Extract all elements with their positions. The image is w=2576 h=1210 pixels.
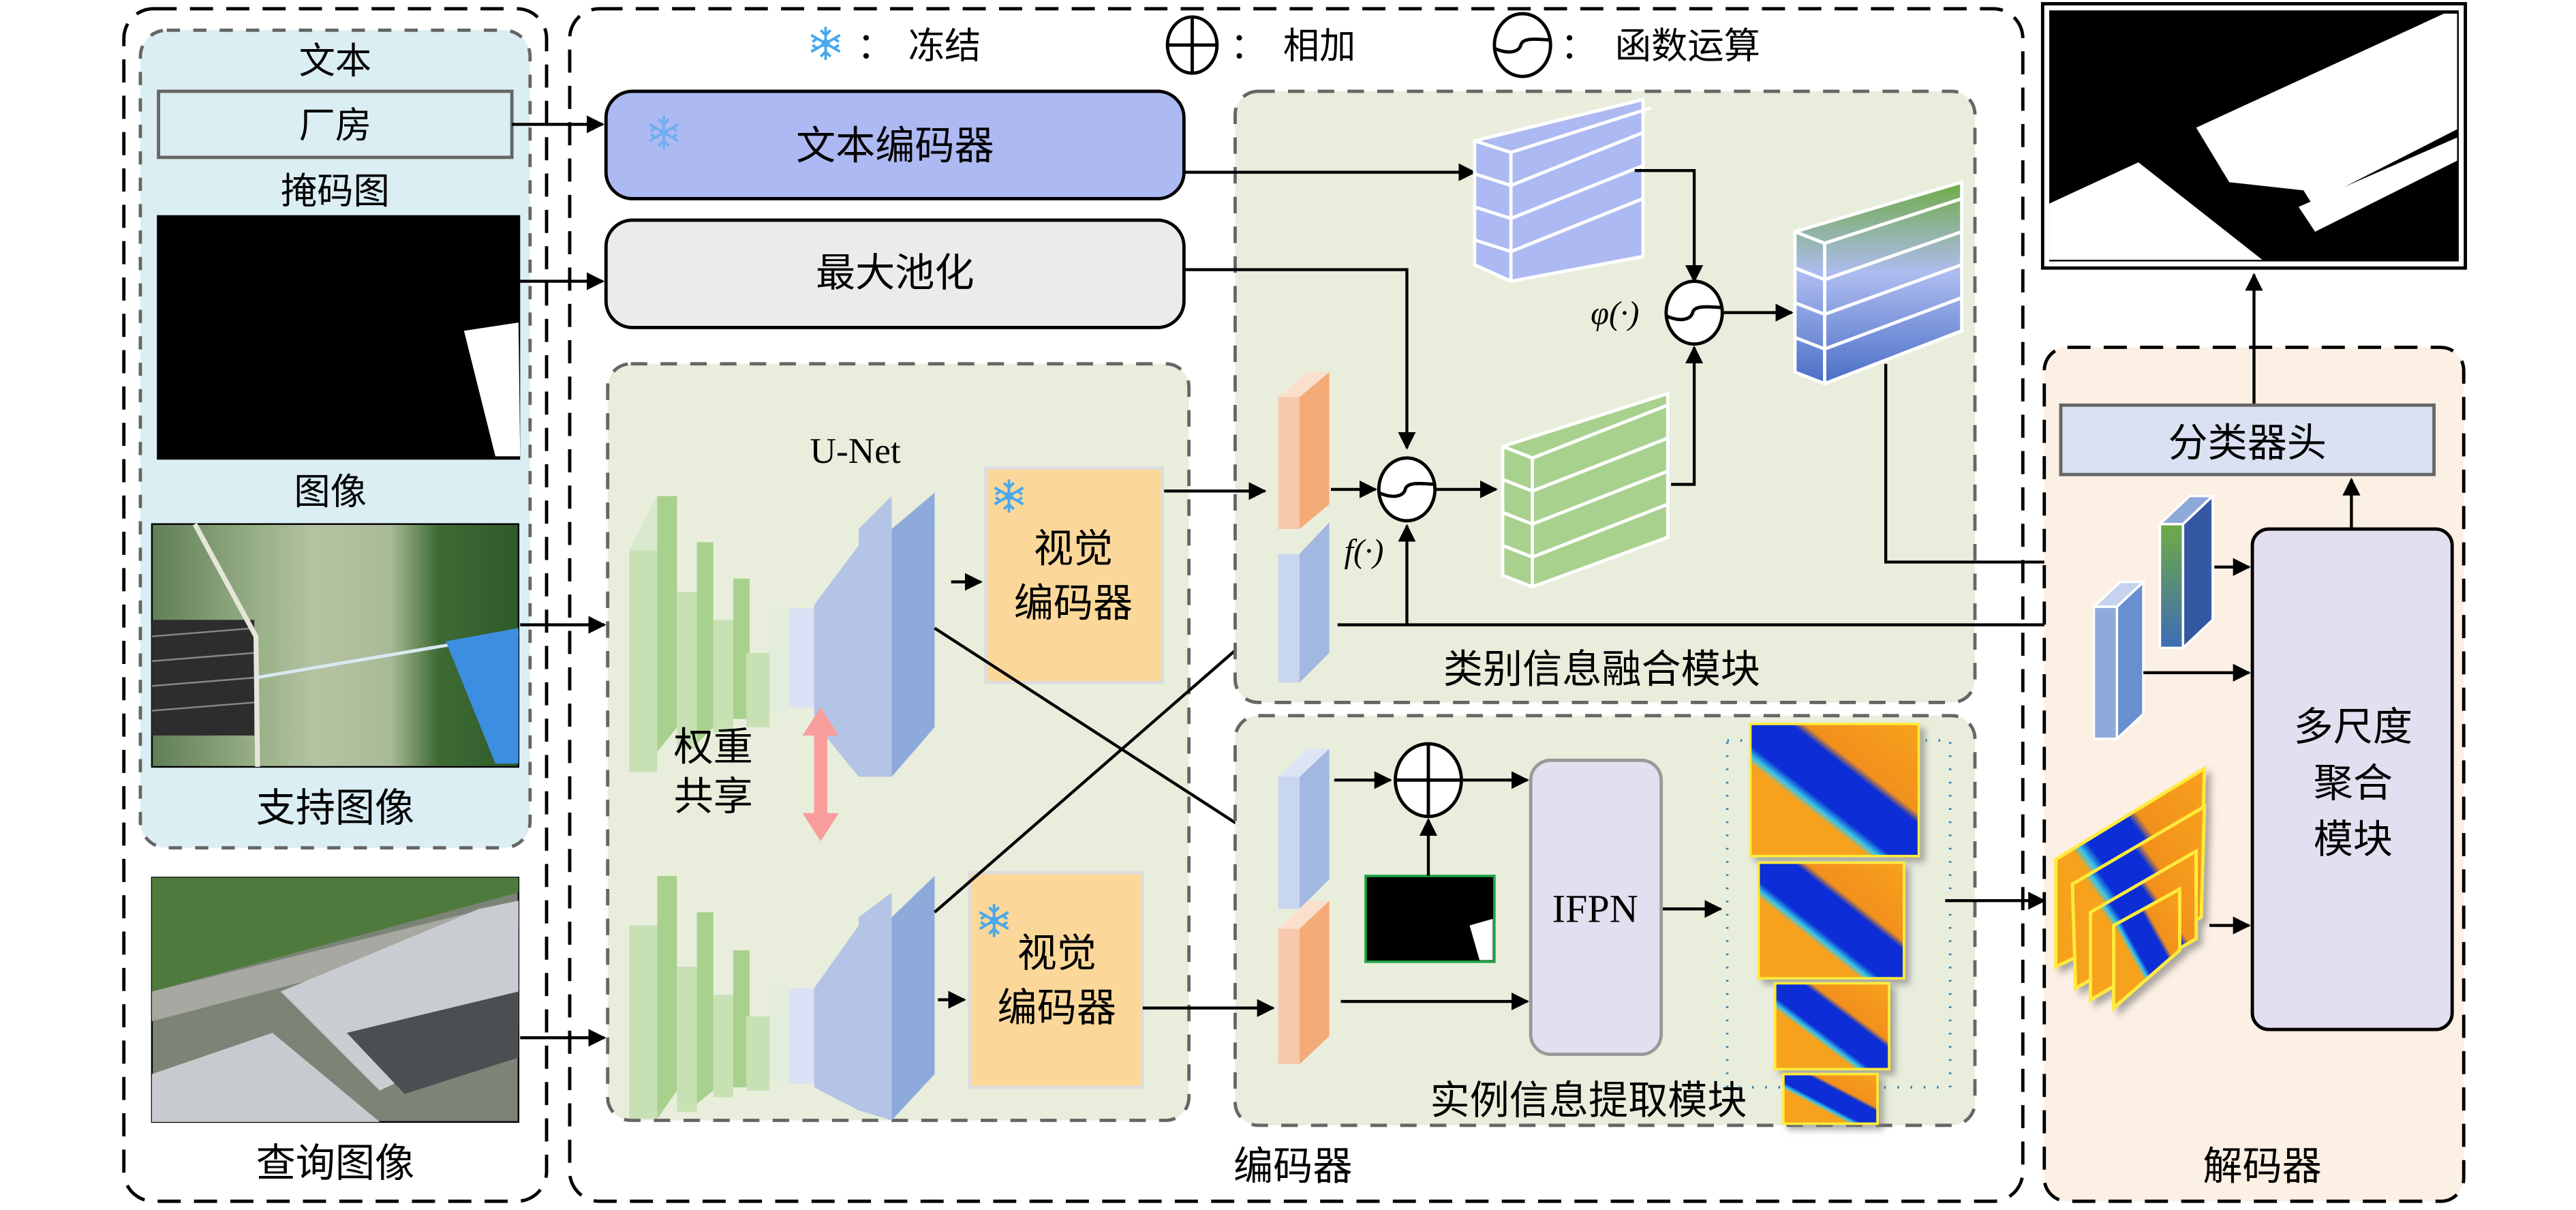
arrow-green-to-phi bbox=[1671, 345, 1704, 486]
svg-text:聚合: 聚合 bbox=[2314, 760, 2393, 806]
weight-share-line1: 权重 bbox=[674, 723, 753, 770]
weight-share-line2: 共享 bbox=[674, 773, 753, 819]
arrow-pool-to-func bbox=[1184, 268, 1416, 450]
support-unet-feature-slab bbox=[1278, 748, 1330, 909]
legend-snowflake-icon bbox=[810, 25, 842, 61]
phi-label: φ(·) bbox=[1591, 296, 1639, 332]
svg-text:：: ： bbox=[1561, 25, 1597, 67]
text-encoder-block: 文本编码器 bbox=[604, 89, 1186, 200]
arrow-text-feature-to-phi bbox=[1634, 169, 1704, 284]
classifier-head-block: 分类器头 bbox=[2059, 403, 2436, 477]
legend-freeze-label: 冻结 bbox=[908, 25, 981, 67]
text-title: 文本 bbox=[299, 40, 372, 82]
fusion-module-panel bbox=[1233, 89, 1977, 704]
encoder-panel bbox=[568, 7, 2025, 1203]
green-feature-stack bbox=[1501, 391, 1670, 589]
query-unet-feature-slab-upper bbox=[1278, 522, 1330, 683]
ifpn-block: IFPN bbox=[1529, 758, 1663, 1056]
svg-text:多尺度: 多尺度 bbox=[2294, 704, 2412, 750]
svg-text:编码器: 编码器 bbox=[998, 984, 1116, 1031]
text-value: 厂房 bbox=[299, 104, 372, 147]
multiscale-aggregation-block: 多尺度 聚合 模块 bbox=[2250, 527, 2454, 1031]
decoder-heatmap-stack bbox=[2054, 765, 2207, 1012]
svg-text:视觉: 视觉 bbox=[1034, 526, 1113, 572]
text-encoder-label: 文本编码器 bbox=[796, 122, 994, 168]
legend-function-icon bbox=[1494, 14, 1550, 76]
decoder-fused-slab bbox=[2156, 493, 2216, 651]
support-visual-feature-slab bbox=[1278, 372, 1330, 530]
heatmap-pyramid bbox=[1749, 723, 1920, 1125]
add-operation-icon bbox=[1394, 742, 1463, 819]
svg-text:视觉: 视觉 bbox=[1017, 930, 1097, 976]
decoder-label: 解码器 bbox=[2203, 1143, 2321, 1190]
max-pool-label: 最大池化 bbox=[816, 249, 975, 296]
mask-title: 掩码图 bbox=[281, 170, 390, 213]
legend-add-icon bbox=[1165, 15, 1219, 75]
legend: ： 冻结 ： 相加 ： 函数运算 bbox=[810, 14, 1760, 76]
arrow-support-unet-to-instance bbox=[934, 626, 1273, 848]
classifier-head-label: 分类器头 bbox=[2168, 419, 2327, 466]
output-prediction-image bbox=[2040, 2, 2468, 270]
svg-text:编码器: 编码器 bbox=[1014, 579, 1133, 626]
decoder-query-slab bbox=[2090, 579, 2147, 742]
svg-text:模块: 模块 bbox=[2314, 816, 2393, 862]
svg-text:：: ： bbox=[857, 25, 893, 67]
support-mask-image bbox=[157, 215, 521, 460]
f-func-label: f(·) bbox=[1345, 534, 1384, 570]
support-image-label: 支持图像 bbox=[256, 785, 415, 831]
encoder-label: 编码器 bbox=[1233, 1143, 1352, 1190]
legend-function-label: 函数运算 bbox=[1615, 25, 1760, 67]
visual-encoder-upper: 视觉 编码器 bbox=[984, 466, 1165, 684]
legend-add-label: 相加 bbox=[1283, 25, 1356, 67]
fused-feature-stack bbox=[1793, 179, 1964, 386]
heatmap-pyramid-frame bbox=[1726, 739, 1952, 1089]
visual-encoder-lower: 视觉 编码器 bbox=[967, 871, 1145, 1089]
unet-lower-icon bbox=[629, 875, 935, 1121]
f-function-icon bbox=[1379, 458, 1435, 521]
phi-function-icon bbox=[1666, 282, 1722, 344]
arrow-query-unet-to-fusion bbox=[934, 610, 1281, 913]
query-visual-feature-slab bbox=[1278, 901, 1330, 1065]
query-image-label: 查询图像 bbox=[256, 1140, 415, 1186]
weight-share-arrow-icon bbox=[802, 707, 839, 841]
text-value-box bbox=[157, 89, 514, 160]
unet-label: U-Net bbox=[810, 431, 901, 471]
input-outer-panel bbox=[122, 7, 549, 1203]
image-title: 图像 bbox=[294, 471, 367, 513]
unet-upper-icon bbox=[629, 492, 935, 777]
instance-module-label: 实例信息提取模块 bbox=[1430, 1077, 1747, 1123]
support-image bbox=[151, 523, 520, 768]
ifpn-label: IFPN bbox=[1552, 887, 1638, 931]
svg-text:：: ： bbox=[1230, 25, 1266, 67]
max-pool-block: 最大池化 bbox=[604, 218, 1186, 329]
text-feature-stack bbox=[1473, 97, 1652, 284]
instance-mask-image bbox=[1364, 875, 1496, 963]
query-image bbox=[151, 877, 520, 1123]
fusion-module-label: 类别信息融合模块 bbox=[1443, 646, 1760, 692]
